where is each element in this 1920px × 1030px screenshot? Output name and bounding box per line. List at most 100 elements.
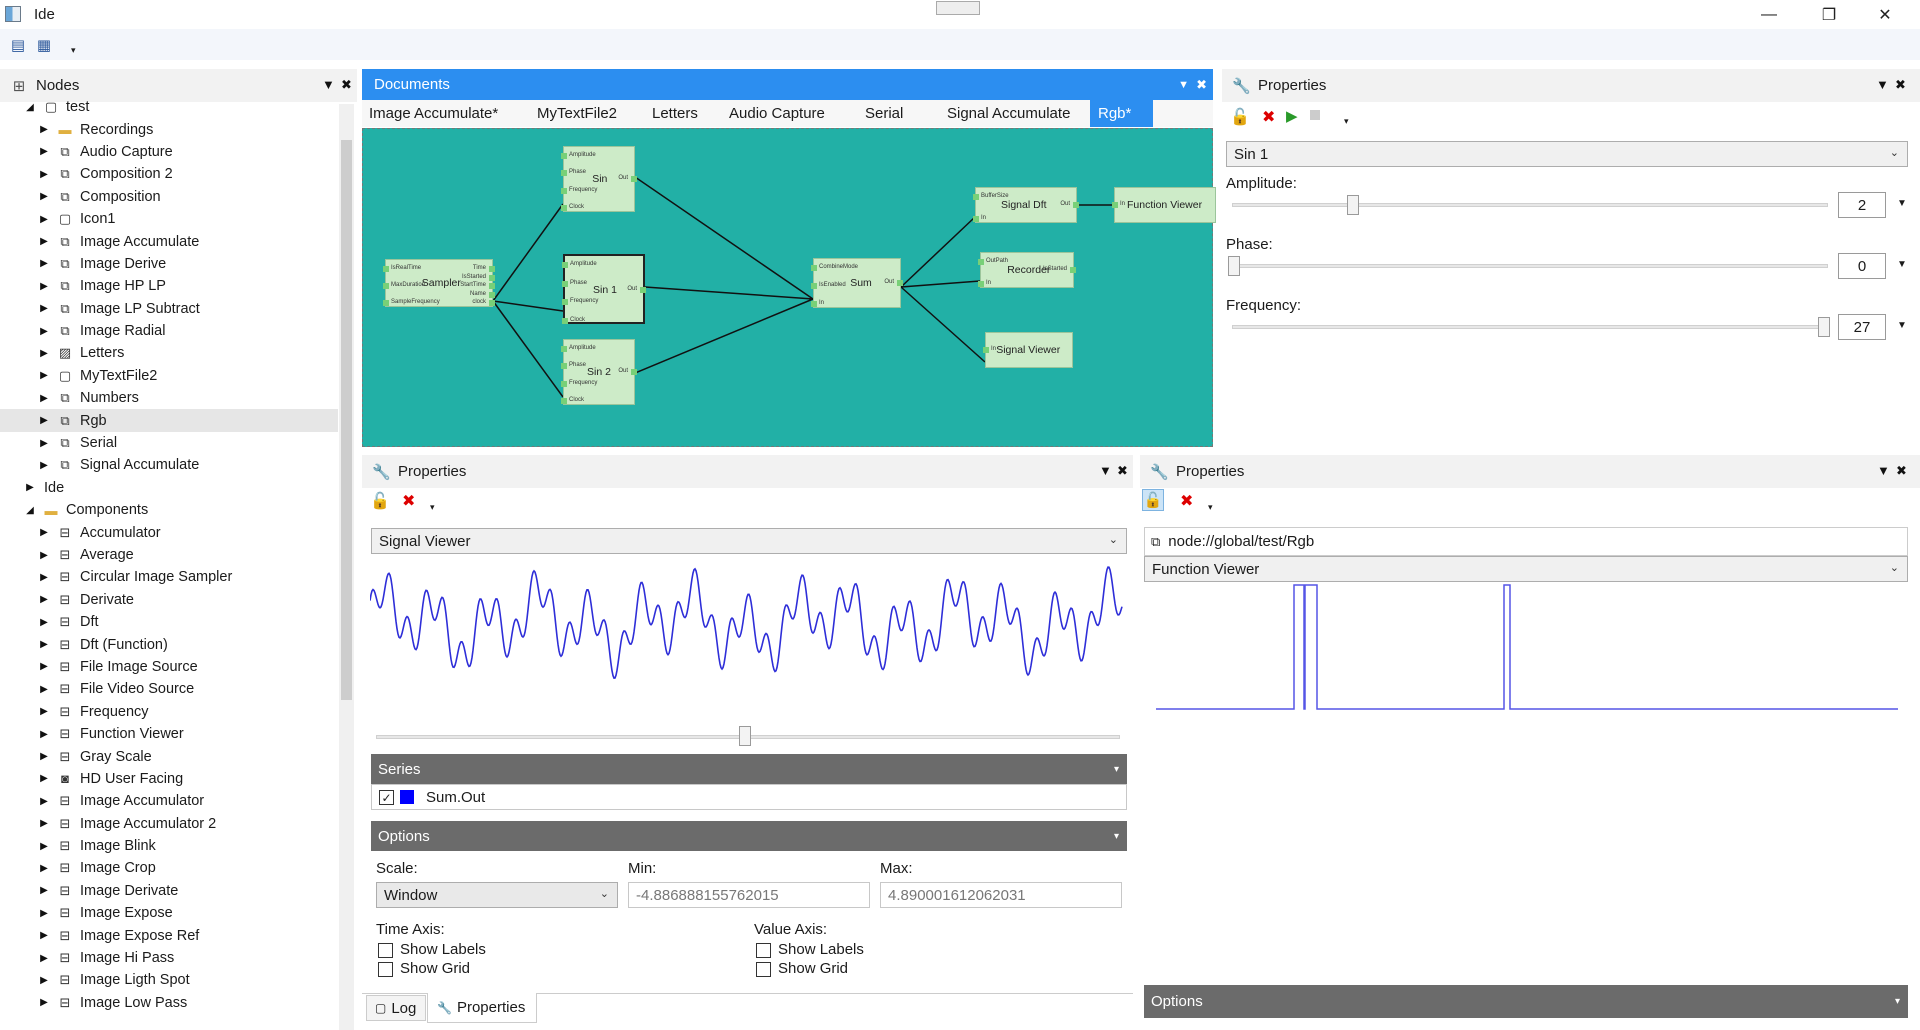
output-port[interactable] [489, 266, 495, 272]
collapsed-arrow-icon[interactable]: ▶ [40, 661, 48, 673]
close-window-button[interactable]: ✕ [1878, 6, 1892, 24]
delete-icon[interactable]: ✖ [1262, 109, 1276, 126]
tree-item[interactable]: ▶⧉Audio Capture [0, 141, 338, 163]
viewer-selector[interactable]: Function Viewer⌄ [1144, 556, 1908, 582]
collapsed-arrow-icon[interactable]: ▶ [40, 236, 48, 248]
close-icon[interactable]: ✖ [1895, 77, 1906, 92]
param-slider-thumb[interactable] [1228, 256, 1240, 276]
collapsed-arrow-icon[interactable]: ▶ [40, 258, 48, 270]
doc-tab[interactable]: Rgb* [1090, 100, 1153, 127]
collapsed-arrow-icon[interactable]: ▶ [40, 616, 48, 628]
collapsed-arrow-icon[interactable]: ▶ [40, 795, 48, 807]
param-value-input[interactable]: 27 [1838, 314, 1886, 340]
options-section[interactable]: Options▾ [1144, 985, 1908, 1018]
tree-item[interactable]: ▶⊟Image Derivate [0, 880, 338, 902]
tree-item[interactable]: ▶⊟Image Accumulator [0, 790, 338, 812]
minimize-button[interactable]: — [1761, 5, 1777, 23]
tree-item[interactable]: ▶Ide [0, 477, 338, 499]
doc-tab[interactable]: MyTextFile2 [537, 105, 618, 122]
output-port[interactable] [489, 274, 495, 281]
lock-icon[interactable]: 🔓 [1230, 109, 1250, 126]
collapsed-arrow-icon[interactable]: ▶ [40, 974, 48, 986]
tab-log[interactable]: ▢Log [366, 995, 426, 1021]
param-dropdown-icon[interactable]: ▼ [1897, 320, 1907, 331]
toolbar-overflow-icon[interactable]: ▾ [71, 45, 76, 55]
drag-grip[interactable] [936, 1, 980, 15]
tree-item[interactable]: ▶⧉Image Derive [0, 253, 338, 275]
tree-item[interactable]: ▶⊟Function Viewer [0, 723, 338, 745]
input-port[interactable] [562, 262, 568, 268]
max-input[interactable]: 4.890001612062031 [880, 882, 1122, 908]
tree-item[interactable]: ▶⊟Image Blink [0, 835, 338, 857]
output-port[interactable] [489, 283, 495, 289]
min-input[interactable]: -4.886888155762015 [628, 882, 870, 908]
stop-icon[interactable] [1310, 110, 1320, 120]
node-selector[interactable]: Signal Viewer ⌄ [371, 528, 1127, 554]
output-port[interactable] [1070, 267, 1076, 273]
param-dropdown-icon[interactable]: ▼ [1897, 259, 1907, 270]
input-port[interactable] [383, 300, 389, 306]
tree-item[interactable]: ▶◙HD User Facing [0, 768, 338, 790]
tree-item[interactable]: ▶⊟Derivate [0, 589, 338, 611]
tree-scrollbar[interactable] [339, 104, 354, 1030]
collapsed-arrow-icon[interactable]: ▶ [40, 280, 48, 292]
collapsed-arrow-icon[interactable]: ▶ [40, 862, 48, 874]
time-slider-thumb[interactable] [739, 726, 751, 746]
close-icon[interactable]: ✖ [1117, 463, 1128, 478]
tree-item[interactable]: ▶⊟Image Ligth Spot [0, 969, 338, 991]
output-port[interactable] [1073, 202, 1079, 208]
collapsed-arrow-icon[interactable]: ▶ [40, 527, 48, 539]
value-show-grid-checkbox[interactable] [756, 962, 771, 977]
collapsed-arrow-icon[interactable]: ▶ [40, 303, 48, 315]
collapsed-arrow-icon[interactable]: ▶ [40, 997, 48, 1009]
overflow-icon[interactable]: ▾ [1344, 116, 1349, 126]
collapsed-arrow-icon[interactable]: ▶ [40, 885, 48, 897]
doc-tab[interactable]: Signal Accumulate [947, 105, 1071, 122]
input-port[interactable] [562, 280, 568, 287]
value-show-labels-checkbox[interactable] [756, 943, 771, 958]
param-slider[interactable] [1232, 264, 1828, 268]
collapsed-arrow-icon[interactable]: ▶ [40, 124, 48, 136]
collapsed-arrow-icon[interactable]: ▶ [40, 706, 48, 718]
close-icon[interactable]: ✖ [1896, 463, 1907, 478]
tree-item[interactable]: ▶▨Letters [0, 342, 338, 364]
collapsed-arrow-icon[interactable]: ▶ [40, 907, 48, 919]
input-port[interactable] [978, 259, 984, 265]
tree-item[interactable]: ▶▢MyTextFile2 [0, 365, 338, 387]
output-port[interactable] [489, 300, 495, 306]
collapsed-arrow-icon[interactable]: ▶ [40, 773, 48, 785]
collapsed-arrow-icon[interactable]: ▶ [40, 325, 48, 337]
collapsed-arrow-icon[interactable]: ▶ [40, 213, 48, 225]
collapsed-arrow-icon[interactable]: ▶ [40, 728, 48, 740]
collapsed-arrow-icon[interactable]: ▶ [40, 191, 48, 203]
tree-item[interactable]: ▶⊟Average [0, 544, 338, 566]
tree-item[interactable]: ▶⊟Image Accumulator 2 [0, 813, 338, 835]
node-selector[interactable]: Sin 1 ⌄ [1226, 141, 1908, 167]
collapsed-arrow-icon[interactable]: ▶ [40, 146, 48, 158]
tree-item[interactable]: ▶⊟Frequency [0, 701, 338, 723]
pin-icon[interactable]: ▼ [1099, 463, 1112, 478]
collapsed-arrow-icon[interactable]: ▶ [40, 840, 48, 852]
pin-icon[interactable]: ▼ [322, 77, 335, 92]
tree-item[interactable]: ▶⊟Image Expose [0, 902, 338, 924]
input-port[interactable] [383, 266, 389, 272]
lock-icon[interactable]: 🔓 [370, 493, 390, 510]
time-show-grid-checkbox[interactable] [378, 962, 393, 977]
output-port[interactable] [631, 176, 637, 182]
tree-item[interactable]: ▶⧉Composition [0, 186, 338, 208]
collapsed-arrow-icon[interactable]: ▶ [40, 347, 48, 359]
collapsed-arrow-icon[interactable]: ▶ [40, 594, 48, 606]
tree-item[interactable]: ▶▬Recordings [0, 118, 338, 140]
collapsed-arrow-icon[interactable]: ▶ [40, 549, 48, 561]
param-slider[interactable] [1232, 203, 1828, 207]
collapsed-arrow-icon[interactable]: ▶ [40, 571, 48, 583]
tree-item[interactable]: ▶⊟Dft (Function) [0, 633, 338, 655]
collapsed-arrow-icon[interactable]: ▶ [40, 392, 48, 404]
